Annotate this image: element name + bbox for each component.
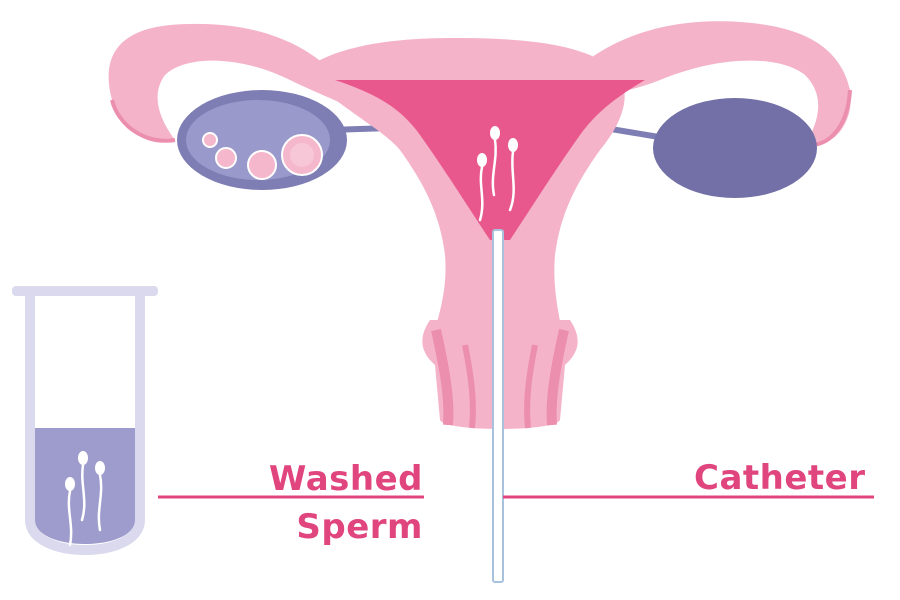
washed-sperm-label: Washed Sperm <box>269 460 423 546</box>
test-tube-icon <box>12 286 158 555</box>
sperm-icon <box>508 138 518 212</box>
sperm-icon <box>65 477 75 547</box>
uterus-illustration <box>312 38 645 429</box>
left-fallopian-tube <box>108 23 346 143</box>
catheter-icon <box>492 229 504 583</box>
sperm-icon <box>95 461 105 532</box>
sperm-icon <box>490 126 500 197</box>
sperm-icon <box>78 451 88 522</box>
washed-sperm-label-line1: Washed <box>268 459 423 499</box>
catheter-label: Catheter <box>694 458 866 498</box>
sperm-in-uterus <box>477 126 518 222</box>
ovary-left-icon <box>177 90 347 190</box>
sperm-icon <box>477 153 487 222</box>
sperm-in-tube <box>65 451 105 547</box>
ovary-right-icon <box>653 98 817 198</box>
washed-sperm-label-line2: Sperm <box>296 507 423 547</box>
right-ovarian-ligament <box>604 125 666 141</box>
